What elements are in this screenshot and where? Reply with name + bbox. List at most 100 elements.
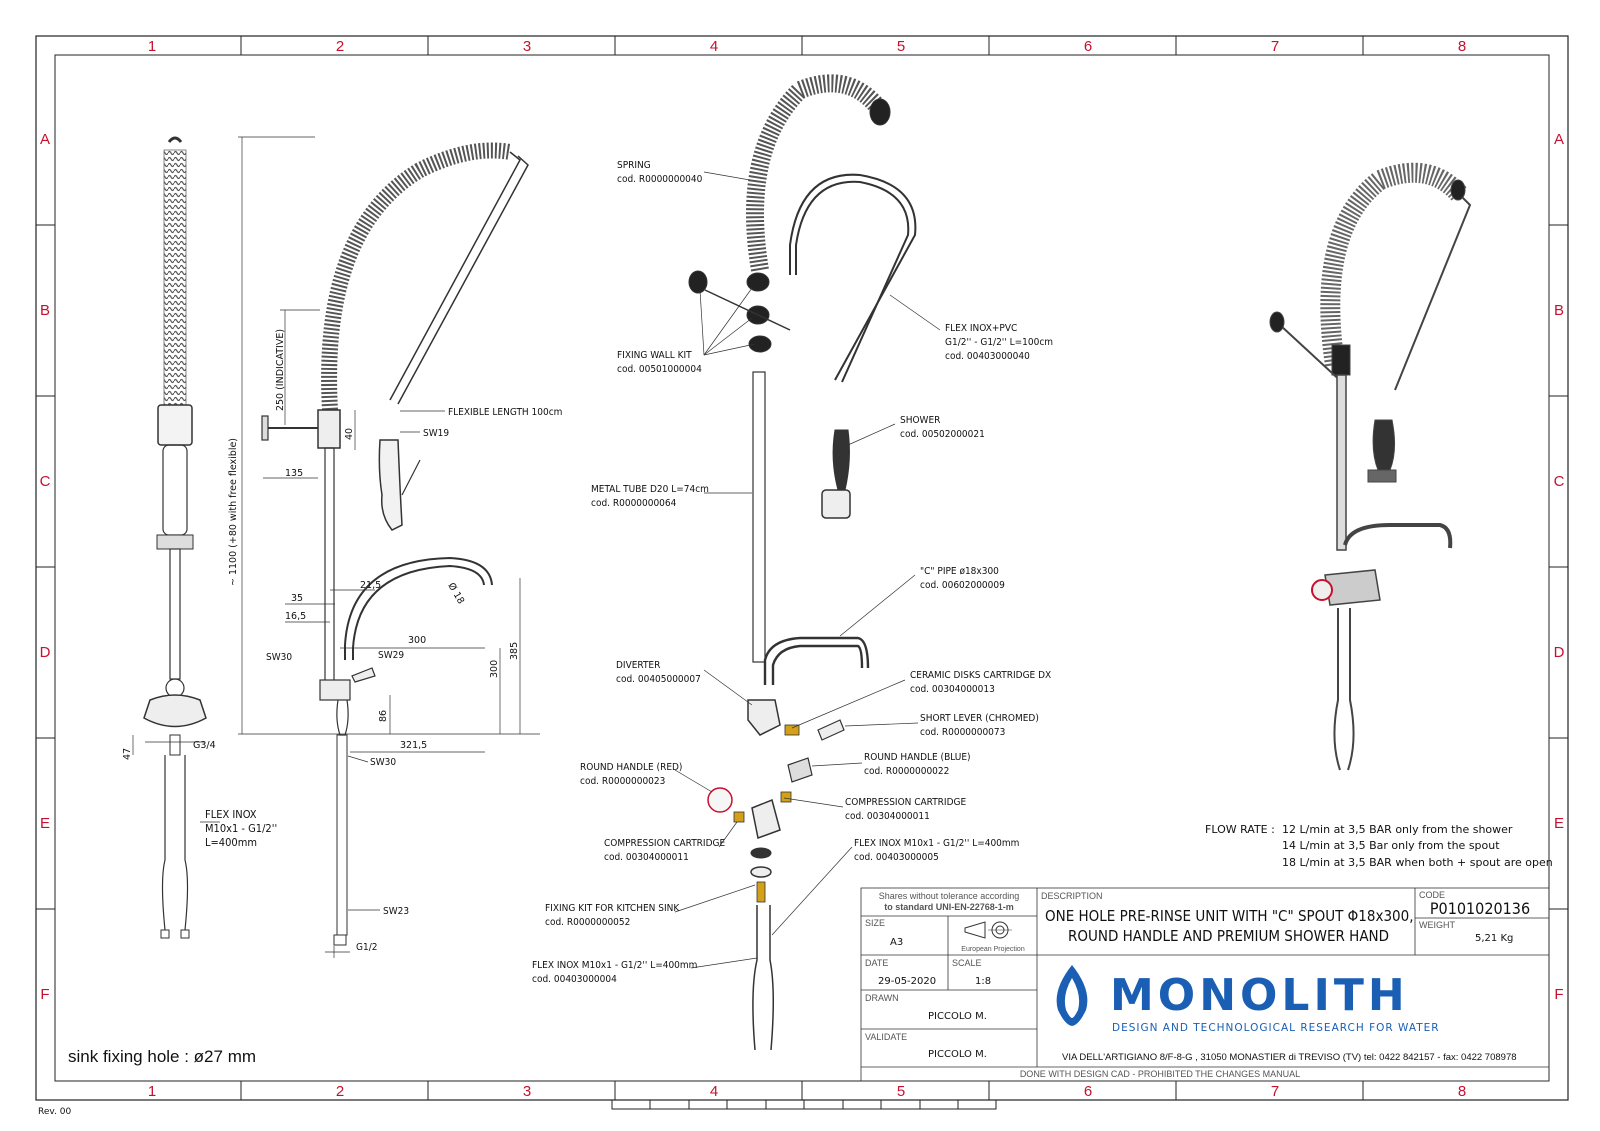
isometric-view-drawing [1269,162,1472,771]
grid-row-label: B [40,302,50,319]
flex-inox-label: FLEX INOX [205,808,257,821]
grid-row-label: E [1554,815,1564,832]
part-name: FIXING WALL KIT [617,350,692,361]
drawing-frame: 1 2 3 4 5 6 7 8 1 2 3 4 5 6 7 8 A B C D … [35,35,1569,1117]
flow-rate-line: 14 L/min at 3,5 Bar only from the spout [1282,839,1500,852]
dimension-g34: G3/4 [193,740,216,751]
grid-col-label: 4 [710,38,718,55]
validate-value: PICCOLO M. [928,1049,987,1060]
part-name: CERAMIC DISKS CARTRIDGE DX [910,670,1051,681]
grid-col-label: 2 [336,38,344,55]
grid-row-label: C [40,473,51,490]
sw23-label: SW23 [383,906,409,917]
code-label: CODE [1419,890,1445,900]
grid-row-label: F [40,986,49,1003]
grid-col-label: 3 [523,1083,531,1100]
dimension-height: ~ 1100 (+80 with free flexible) [228,438,239,586]
size-value: A3 [890,937,903,948]
grid-col-label: 5 [897,38,905,55]
part-line2: G1/2'' - G1/2'' L=100cm [945,337,1053,348]
monolith-logo: MONOLITH [1056,965,1409,1026]
flexible-length-label: FLEXIBLE LENGTH 100cm [448,407,562,418]
grid-col-label: 1 [148,1083,156,1100]
dimension-47: 47 [122,748,133,760]
dimension-215: 21,5 [360,580,381,591]
company-address: VIA DELL'ARTIGIANO 8/F-8-G , 31050 MONAS… [1062,1052,1517,1063]
part-code: cod. R0000000040 [617,174,703,185]
description-line: ONE HOLE PRE-RINSE UNIT WITH "C" SPOUT Φ… [1045,907,1413,925]
part-name: SHORT LEVER (CHROMED) [920,713,1039,724]
part-code: cod. 00304000011 [845,811,930,822]
part-name: FLEX INOX+PVC [945,323,1017,334]
part-name: SHOWER [900,415,940,426]
grid-col-label: 4 [710,1083,718,1100]
part-code: cod. 00502000021 [900,429,985,440]
sw30-label: SW30 [266,652,292,663]
drawn-label: DRAWN [865,993,899,1003]
part-code: cod. R0000000022 [864,766,949,777]
part-name: COMPRESSION CARTRIDGE [604,838,725,849]
part-name: "C" PIPE ø18x300 [920,566,999,577]
bottom-scale-ruler [611,1099,997,1110]
part-code: cod. R0000000052 [545,917,630,928]
part-name: METAL TUBE D20 L=74cm [591,484,709,495]
part-code: cod. 00403000040 [945,351,1030,362]
scale-value: 1:8 [975,976,991,987]
dimension-300-vertical: 300 [489,660,500,678]
side-view-drawing [132,136,207,939]
dimension-indicative: 250 (INDICATIVE) [275,329,286,411]
dimension-diameter-18: Ø 18 [445,581,466,606]
projection-label: European Projection [961,946,1025,953]
grid-row-label: D [40,644,51,661]
part-code: cod. 00405000007 [616,674,701,685]
part-code: cod. R0000000064 [591,498,677,509]
dimension-165: 16,5 [285,611,306,622]
sw19-label: SW19 [423,428,449,439]
front-view-drawing [238,136,540,958]
part-name: ROUND HANDLE (BLUE) [864,752,971,763]
drawn-value: PICCOLO M. [928,1011,987,1022]
dimension-35: 35 [291,593,303,604]
grid-col-label: 8 [1458,1083,1466,1100]
brand-name: MONOLITH [1110,970,1409,1021]
revision-label: Rev. 00 [38,1107,71,1117]
part-name: FLEX INOX M10x1 - G1/2'' L=400mm [532,960,697,971]
tolerance-note: Shares without tolerance according [879,891,1020,901]
part-code: cod. R0000000073 [920,727,1005,738]
brand-tagline: DESIGN AND TECHNOLOGICAL RESEARCH FOR WA… [1112,1022,1440,1034]
dimension-135: 135 [285,468,303,479]
dimension-86: 86 [378,710,389,722]
grid-col-label: 6 [1084,1083,1092,1100]
date-value: 29-05-2020 [878,976,936,987]
part-name: SPRING [617,160,651,171]
flow-rate-line: 18 L/min at 3,5 BAR when both + spout ar… [1282,856,1553,869]
grid-col-label: 3 [523,38,531,55]
part-code: cod. 00403000005 [854,852,939,863]
grid-col-label: 8 [1458,38,1466,55]
grid-row-label: E [40,815,50,832]
part-code: cod. 00304000013 [910,684,995,695]
grid-row-label: F [1554,986,1563,1003]
grid-row-label: D [1554,644,1565,661]
grid-row-label: C [1554,473,1565,490]
parts-callouts: SPRING cod. R0000000040 FIXING WALL KIT … [532,160,1053,985]
tolerance-note: to standard UNI-EN-22768-1-m [884,902,1014,912]
flow-rate-line: 12 L/min at 3,5 BAR only from the shower [1282,823,1513,836]
part-code: cod. 00403000004 [532,974,617,985]
validate-label: VALIDATE [865,1032,907,1042]
dimension-300-horizontal: 300 [408,635,426,646]
sw30-label: SW30 [370,757,396,768]
part-name: FIXING KIT FOR KITCHEN SINK [545,903,680,914]
part-name: DIVERTER [616,660,660,671]
dimension-3215: 321,5 [400,740,427,751]
part-code: cod. 00304000011 [604,852,689,863]
grid-row-label: A [1554,131,1564,148]
product-code: P0101020136 [1430,899,1530,918]
grid-row-label: B [1554,302,1564,319]
part-name: FLEX INOX M10x1 - G1/2'' L=400mm [854,838,1019,849]
scale-label: SCALE [952,958,982,968]
grid-col-label: 1 [148,38,156,55]
size-label: SIZE [865,918,885,928]
grid-col-label: 7 [1271,38,1279,55]
